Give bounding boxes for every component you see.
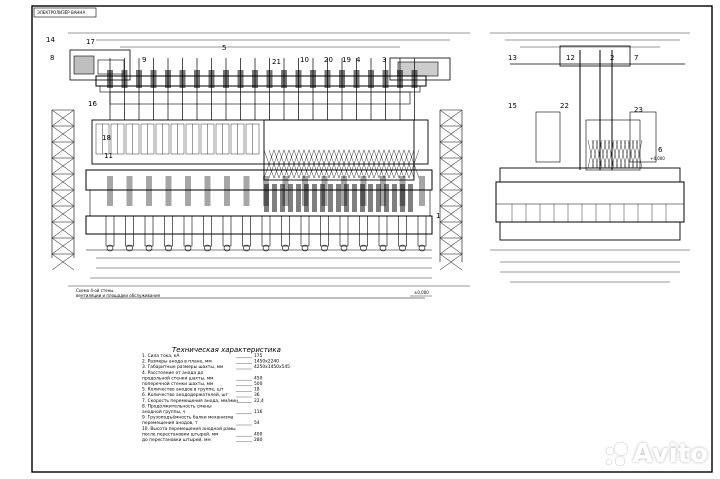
spec-row-value: 4250x1450x545 xyxy=(254,364,290,370)
elevation-plus-4: +4,000 xyxy=(650,156,665,161)
callout-front-8: 8 xyxy=(50,54,54,62)
callout-front-3: 3 xyxy=(382,56,386,64)
spec-row-label: 2. Размеры анода в плане, мм xyxy=(142,359,212,365)
callout-front-1: 1 xyxy=(436,212,440,220)
callout-front-5: 5 xyxy=(222,44,226,52)
callout-front-16: 16 xyxy=(88,100,97,108)
callout-front-20: 20 xyxy=(324,56,333,64)
spec-row-label: 10. Высота перемещения анодной рамы xyxy=(142,425,236,432)
callout-side-15: 15 xyxy=(508,102,517,110)
spec-title: Техническая характеристика xyxy=(172,346,281,354)
bottom-supports xyxy=(105,176,427,252)
spec-row-label: 7. Скорость перемещения анода, мм/мин xyxy=(142,398,238,404)
spec-row-value: 1450x2240 xyxy=(254,359,279,365)
spec-row-label: 9. Грузоподъёмность балки механизма xyxy=(142,414,234,421)
avito-logo-icon xyxy=(601,439,631,469)
callout-side-7: 7 xyxy=(634,54,638,62)
spec-row-label: анодной группы, ч xyxy=(142,408,186,415)
callout-side-12: 12 xyxy=(566,54,575,62)
left-tower-lattice xyxy=(51,109,75,271)
callout-front-21: 21 xyxy=(272,58,281,66)
spec-row-label: 5. Количество анодов в группе, шт xyxy=(142,387,224,393)
sheet-border xyxy=(31,5,713,473)
anode-rods xyxy=(107,58,418,120)
side-hatch xyxy=(511,139,667,222)
side-view xyxy=(490,32,690,283)
spec-row-label: 4. Расстояние от анода до xyxy=(142,370,204,376)
anode-hatch xyxy=(263,149,420,212)
watermark-text: Avito xyxy=(632,439,708,469)
right-tower-lattice xyxy=(439,109,463,271)
title-stamp-text: ЭЛЕКТРОЛИЗЁР ВАННА xyxy=(37,10,85,15)
callout-front-18: 18 xyxy=(102,134,111,142)
callout-front-17: 17 xyxy=(86,38,95,46)
left-note-line-2: вентиляции и площадки обслуживания xyxy=(76,293,161,298)
callout-side-13: 13 xyxy=(508,54,517,62)
spec-row-label: 3. Габаритные размеры шахты, мм xyxy=(142,363,223,370)
spec-row-value: 175 xyxy=(254,353,263,359)
front-view xyxy=(51,32,470,299)
watermark: Avito xyxy=(601,439,708,469)
spec-row-value: 116 xyxy=(254,409,263,415)
spec-row-label: до перестановки штырей, мм xyxy=(142,436,211,443)
spec-row-value: 54 xyxy=(254,420,260,426)
spec-row-label: 1. Сила тока, кА xyxy=(142,353,179,359)
spec-row-label: перемещения анодов, т xyxy=(142,421,198,426)
callout-front-4: 4 xyxy=(356,56,361,64)
spec-row-value: 280 xyxy=(254,437,263,443)
spec-table: Техническая характеристика 1. Сила тока,… xyxy=(142,346,290,443)
title-stamp: ЭЛЕКТРОЛИЗЁР ВАННА xyxy=(33,7,97,18)
callout-front-19: 19 xyxy=(342,56,351,64)
callout-side-22: 22 xyxy=(560,102,569,110)
spec-row-value: 450 xyxy=(254,375,263,381)
spec-row-value: 36 xyxy=(254,392,260,398)
callout-front-14: 14 xyxy=(46,36,55,44)
spec-row-value: 22,4 xyxy=(254,398,264,404)
spec-row-label: 6. Количество анододержателей, шт xyxy=(142,391,229,398)
spec-row-label: продольной стенки шахты, мм xyxy=(142,374,213,381)
spec-row-value: 500 xyxy=(254,381,263,387)
callouts-front: 14 8 17 9 5 21 10 20 19 4 3 1 16 18 11 xyxy=(46,36,440,220)
spec-row-value: 18 xyxy=(254,387,260,393)
callout-front-9: 9 xyxy=(142,56,146,64)
anode-grid xyxy=(95,123,260,155)
callout-front-10: 10 xyxy=(300,56,309,64)
callout-front-11: 11 xyxy=(104,152,113,160)
callouts-side: 13 12 2 7 15 22 23 6 xyxy=(508,54,663,154)
spec-row-label: после перестановки штырей, мм xyxy=(142,430,218,437)
callout-side-23: 23 xyxy=(634,106,643,114)
spec-row-label: 8. Продолжительность смены xyxy=(142,403,212,409)
spec-row-value: 400 xyxy=(254,431,263,437)
callout-side-2: 2 xyxy=(610,54,614,62)
left-note-line-1: Схема 4-ой стены xyxy=(76,288,113,293)
elevation-zero: ±0,000 xyxy=(414,290,429,295)
callout-side-6: 6 xyxy=(658,146,663,154)
spec-row-label: поперечной стенки шахты, мм xyxy=(142,380,213,387)
